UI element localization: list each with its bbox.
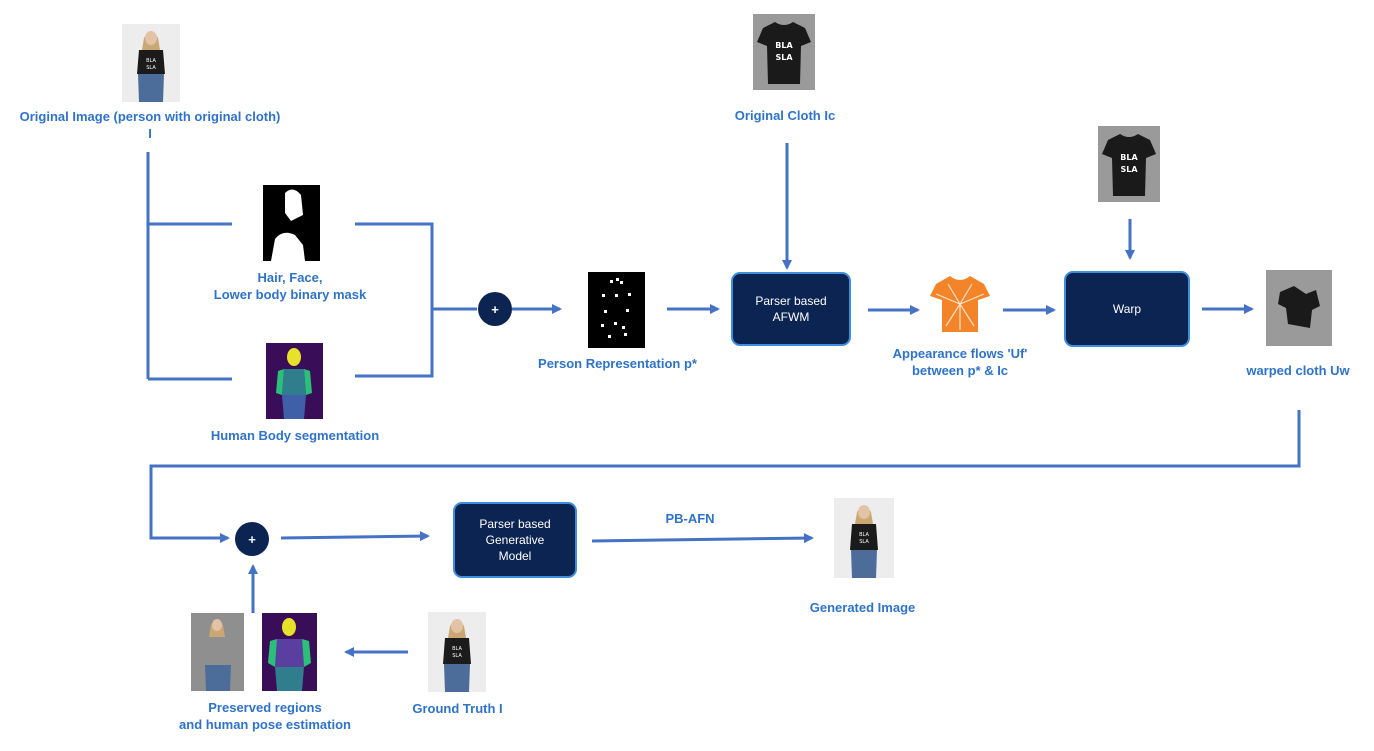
warped-cloth-label: warped cloth Uw — [1246, 363, 1350, 378]
cloth-input-print-line1: BLA — [1120, 153, 1138, 162]
pose-estimation-thumbnail — [262, 613, 317, 691]
cloth-print-line2: SLA — [775, 53, 793, 62]
cloth-input-thumbnail: BLA SLA — [1098, 126, 1160, 202]
ground-truth-thumbnail: BLA SLA — [428, 612, 486, 692]
parser-afwm-module: Parser based AFWM — [731, 272, 851, 346]
cloth-input-print-line2: SLA — [1120, 165, 1138, 174]
generated-image-thumbnail: BLA SLA — [834, 498, 894, 578]
original-cloth-thumbnail: BLA SLA — [753, 14, 815, 90]
binary-mask-label: Hair, Face, Lower body binary mask — [213, 270, 367, 302]
segmentation-thumbnail — [266, 343, 323, 419]
warped-cloth-thumbnail — [1266, 270, 1332, 346]
arrow-warped-cloth-to-plus — [149, 410, 1301, 543]
preserved-regions-thumbnail — [191, 613, 244, 691]
pb-afn-label: PB-AFN — [665, 511, 715, 526]
parser-generative-model: Parser based Generative Model — [453, 502, 577, 578]
svg-text:BLA: BLA — [146, 58, 156, 64]
combine-operator-top: + — [478, 292, 512, 326]
person-representation-thumbnail — [588, 272, 645, 348]
preserved-regions-label: Preserved regions and human pose estimat… — [179, 700, 351, 732]
original-image-label: Original Image (person with original clo… — [19, 109, 281, 141]
body-segmentation-label: Human Body segmentation — [210, 428, 380, 443]
person-representation-label: Person Representation p* — [538, 356, 697, 371]
binary-mask-thumbnail — [263, 185, 320, 261]
original-image-thumbnail: BLA SLA — [122, 24, 180, 102]
svg-text:BLA: BLA — [859, 532, 869, 538]
svg-text:SLA: SLA — [146, 65, 156, 71]
original-cloth-label: Original Cloth Ic — [734, 108, 836, 123]
appearance-flows-thumbnail — [928, 270, 992, 336]
generated-image-label: Generated Image — [809, 600, 916, 615]
combine-operator-bottom: + — [235, 522, 269, 556]
ground-truth-label: Ground Truth I — [412, 701, 503, 716]
svg-text:SLA: SLA — [859, 539, 869, 545]
arrow-plus-to-generative — [280, 531, 430, 542]
svg-text:SLA: SLA — [452, 653, 462, 659]
appearance-flows-label: Appearance flows 'Uf' between p* & Ic — [892, 346, 1028, 378]
warp-module: Warp — [1064, 271, 1190, 347]
connector-from-binary-mask — [355, 222, 434, 378]
svg-text:BLA: BLA — [452, 646, 462, 652]
arrow-generative-to-generated — [591, 533, 814, 544]
cloth-print-line1: BLA — [775, 41, 793, 50]
